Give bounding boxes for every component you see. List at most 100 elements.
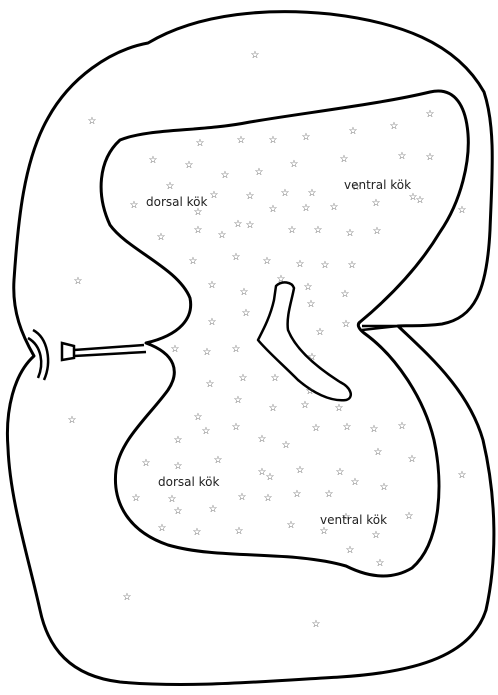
star-icon: ☆ <box>271 373 280 384</box>
star-icon: ☆ <box>341 289 350 300</box>
star-icon: ☆ <box>171 344 180 355</box>
star-icon: ☆ <box>296 259 305 270</box>
star-icon: ☆ <box>189 256 198 267</box>
star-icon: ☆ <box>269 403 278 414</box>
star-icon: ☆ <box>149 155 158 166</box>
star-icon: ☆ <box>208 317 217 328</box>
star-icon: ☆ <box>74 276 83 287</box>
star-icon: ☆ <box>288 225 297 236</box>
star-icon: ☆ <box>194 225 203 236</box>
star-icon: ☆ <box>255 167 264 178</box>
star-icon: ☆ <box>123 592 132 603</box>
star-icon: ☆ <box>218 230 227 241</box>
star-icon: ☆ <box>142 458 151 469</box>
dorsal-root-label-upper: dorsal kök <box>146 195 208 209</box>
star-icon: ☆ <box>307 299 316 310</box>
star-icon: ☆ <box>269 204 278 215</box>
star-icon: ☆ <box>68 415 77 426</box>
star-icon: ☆ <box>251 50 260 61</box>
star-icon: ☆ <box>342 319 351 330</box>
star-icon: ☆ <box>296 465 305 476</box>
star-icon: ☆ <box>426 152 435 163</box>
dorsal-root-label-lower: dorsal kök <box>158 475 220 489</box>
star-icon: ☆ <box>408 454 417 465</box>
star-icon: ☆ <box>232 252 241 263</box>
ventral-fissure <box>362 326 398 330</box>
star-icon: ☆ <box>263 256 272 267</box>
star-icon: ☆ <box>174 461 183 472</box>
star-icon: ☆ <box>242 308 251 319</box>
star-icon: ☆ <box>458 205 467 216</box>
star-icon: ☆ <box>343 422 352 433</box>
star-icon: ☆ <box>312 619 321 630</box>
star-icon: ☆ <box>340 154 349 165</box>
star-icon: ☆ <box>405 511 414 522</box>
star-icon: ☆ <box>277 274 286 285</box>
star-icon: ☆ <box>335 403 344 414</box>
ventral-root-label-lower: ventral kök <box>320 513 387 527</box>
star-icon: ☆ <box>203 347 212 358</box>
star-icon: ☆ <box>166 181 175 192</box>
star-icon: ☆ <box>246 191 255 202</box>
star-icon: ☆ <box>238 492 247 503</box>
star-icon: ☆ <box>287 520 296 531</box>
star-icon: ☆ <box>398 421 407 432</box>
star-icon: ☆ <box>88 116 97 127</box>
star-icon: ☆ <box>168 494 177 505</box>
star-icon: ☆ <box>346 545 355 556</box>
star-icon: ☆ <box>304 282 313 293</box>
star-icon: ☆ <box>373 226 382 237</box>
star-icon: ☆ <box>174 435 183 446</box>
star-icon: ☆ <box>293 489 302 500</box>
star-icon: ☆ <box>281 188 290 199</box>
star-icon: ☆ <box>306 386 315 397</box>
star-icon: ☆ <box>376 558 385 569</box>
dorsal-septum-bulb <box>62 343 74 360</box>
star-icon: ☆ <box>221 170 230 181</box>
star-icon: ☆ <box>206 379 215 390</box>
star-icon: ☆ <box>390 121 399 132</box>
star-icon: ☆ <box>174 506 183 517</box>
star-icon: ☆ <box>325 489 334 500</box>
star-icon: ☆ <box>348 260 357 271</box>
star-icon: ☆ <box>269 135 278 146</box>
star-icon: ☆ <box>194 412 203 423</box>
star-icon: ☆ <box>282 440 291 451</box>
star-icon: ☆ <box>302 132 311 143</box>
star-icon: ☆ <box>232 344 241 355</box>
star-icon: ☆ <box>349 126 358 137</box>
star-icon: ☆ <box>157 232 166 243</box>
star-icon: ☆ <box>308 352 317 363</box>
star-icon: ☆ <box>308 188 317 199</box>
star-icon: ☆ <box>235 526 244 537</box>
star-icon: ☆ <box>246 220 255 231</box>
star-icon: ☆ <box>132 493 141 504</box>
star-icon: ☆ <box>426 109 435 120</box>
star-icon: ☆ <box>316 327 325 338</box>
star-icon: ☆ <box>372 530 381 541</box>
star-icon: ☆ <box>301 400 310 411</box>
star-icon: ☆ <box>380 482 389 493</box>
star-icon: ☆ <box>202 426 211 437</box>
star-icon: ☆ <box>336 467 345 478</box>
star-icon: ☆ <box>158 523 167 534</box>
star-icon: ☆ <box>416 195 425 206</box>
star-icon: ☆ <box>208 280 217 291</box>
star-icon: ☆ <box>240 287 249 298</box>
star-icon: ☆ <box>196 138 205 149</box>
star-icon: ☆ <box>458 470 467 481</box>
star-icon: ☆ <box>237 135 246 146</box>
star-icon: ☆ <box>330 202 339 213</box>
star-icon: ☆ <box>312 423 321 434</box>
star-icon: ☆ <box>302 203 311 214</box>
star-icon: ☆ <box>193 527 202 538</box>
star-icon: ☆ <box>374 447 383 458</box>
star-icon: ☆ <box>346 228 355 239</box>
star-icon: ☆ <box>321 260 330 271</box>
dorsal-septum <box>74 345 146 356</box>
star-icon: ☆ <box>234 219 243 230</box>
star-icon: ☆ <box>232 422 241 433</box>
star-icon: ☆ <box>351 477 360 488</box>
outer-cord-outline <box>7 12 493 685</box>
